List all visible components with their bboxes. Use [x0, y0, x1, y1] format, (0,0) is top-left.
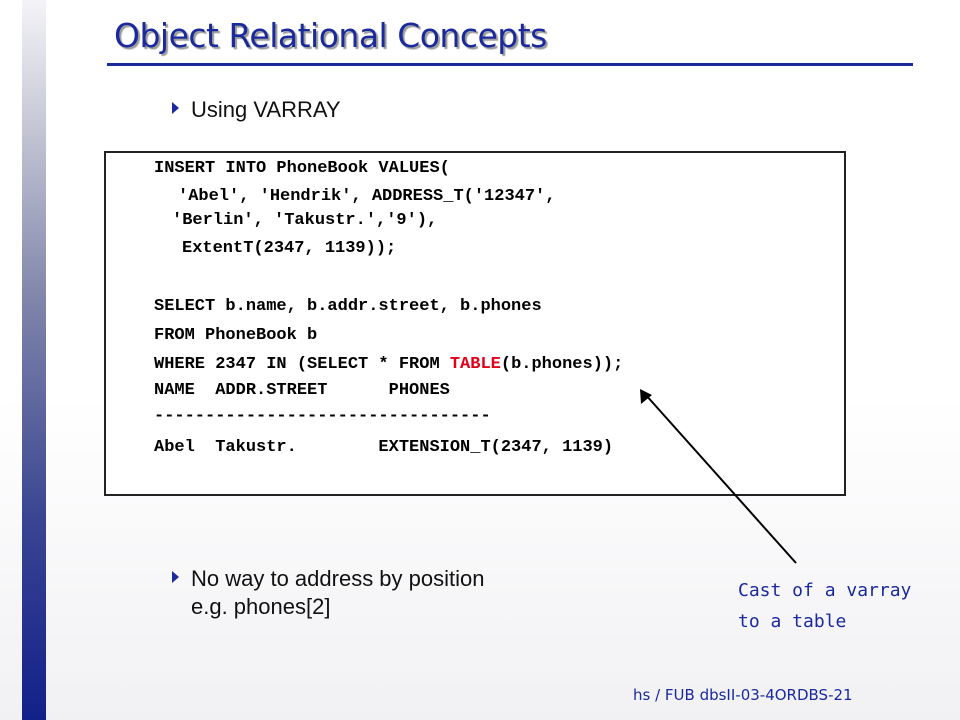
code-box: INSERT INTO PhoneBook VALUES( 'Abel', 'H… — [104, 151, 846, 496]
code-line-where: WHERE 2347 IN (SELECT * FROM TABLE(b.pho… — [154, 355, 623, 374]
table-keyword: TABLE — [449, 355, 501, 374]
bullet-text: No way to address by position — [191, 566, 485, 591]
code-line: FROM PhoneBook b — [154, 326, 318, 345]
result-separator: --------------------------------- — [154, 407, 491, 426]
annotation-line: Cast of a varray — [738, 580, 912, 601]
bullet-no-position-addressing: No way to address by position e.g. phone… — [172, 565, 485, 621]
code-segment: (b.phones)); — [500, 355, 624, 374]
code-segment: WHERE 2347 IN (SELECT * FROM — [154, 355, 450, 374]
bullet-text: e.g. phones[2] — [191, 594, 331, 619]
code-line: ExtentT(2347, 1139)); — [182, 239, 397, 258]
result-header: NAME ADDR.STREET PHONES — [154, 381, 450, 400]
annotation-text: Cast of a varray to a table — [738, 575, 911, 637]
code-line: INSERT INTO PhoneBook VALUES( — [154, 159, 450, 178]
code-line: 'Berlin', 'Takustr.','9'), — [172, 211, 438, 230]
code-line: SELECT b.name, b.addr.street, b.phones — [154, 297, 542, 316]
slide-footer: hs / FUB dbsII-03-4ORDBS-21 — [633, 686, 853, 704]
bullet-using-varray: Using VARRAY — [172, 96, 341, 124]
triangle-bullet-icon — [172, 102, 179, 114]
result-row: Abel Takustr. EXTENSION_T(2347, 1139) — [154, 438, 614, 457]
title-underline — [107, 63, 913, 66]
slide-title: Object Relational Concepts — [114, 16, 547, 55]
triangle-bullet-icon — [172, 571, 179, 583]
left-decorative-bar — [22, 0, 46, 720]
bullet-text: Using VARRAY — [191, 97, 341, 122]
annotation-line: to a table — [738, 611, 847, 632]
code-line: 'Abel', 'Hendrik', ADDRESS_T('12347', — [178, 187, 556, 206]
